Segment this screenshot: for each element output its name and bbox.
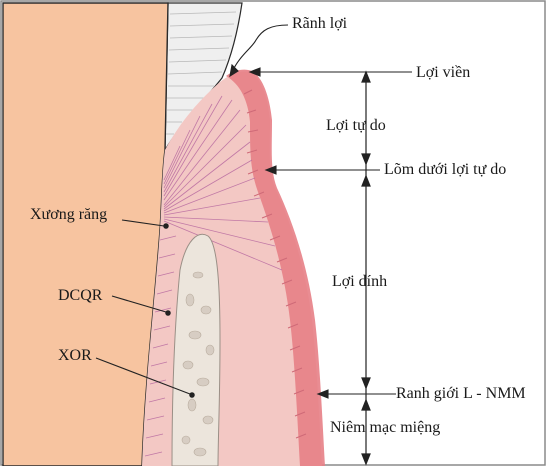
label-xuong-rang: Xương răng [30, 206, 107, 223]
tooth-root [2, 2, 169, 466]
enamel-stripes [166, 11, 237, 135]
label-dcqr: DCQR [58, 287, 103, 304]
label-loi-tu-do: Lợi tự do [326, 117, 386, 134]
label-ranh-gioi: Ranh giới L - NMM [396, 385, 526, 402]
label-ranh-loi: Rãnh lợi [292, 15, 348, 32]
leader-lines [95, 24, 412, 399]
labels: Rãnh lợi Lợi viền Lợi tự do Lõm dưới lợi… [30, 15, 526, 436]
label-lom-duoi-loi-tu-do: Lõm dưới lợi tự do [384, 161, 506, 178]
label-xor: XOR [58, 347, 92, 364]
label-loi-vien: Lợi viền [416, 64, 470, 81]
label-niem-mac-mieng: Niêm mạc miệng [330, 419, 440, 436]
measurement-arrows [361, 70, 371, 466]
label-loi-dinh: Lợi dính [332, 273, 387, 290]
alveolar-bone [171, 234, 221, 466]
